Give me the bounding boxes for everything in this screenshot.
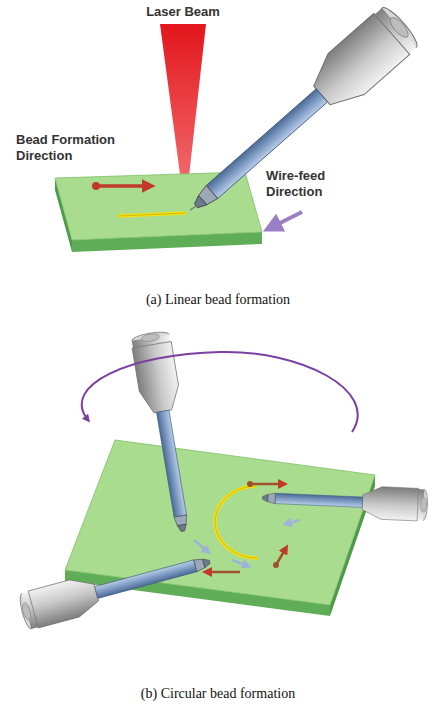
sub-caption: (a) Linear bead formation [146, 292, 290, 309]
direction-label: Bead Formation Direction [16, 132, 146, 163]
sub-caption: (b) Circular bead formation [141, 686, 295, 703]
wire-feed-label: Wire-feed Direction [266, 168, 356, 199]
beam-label: Laser Beam [146, 4, 220, 20]
